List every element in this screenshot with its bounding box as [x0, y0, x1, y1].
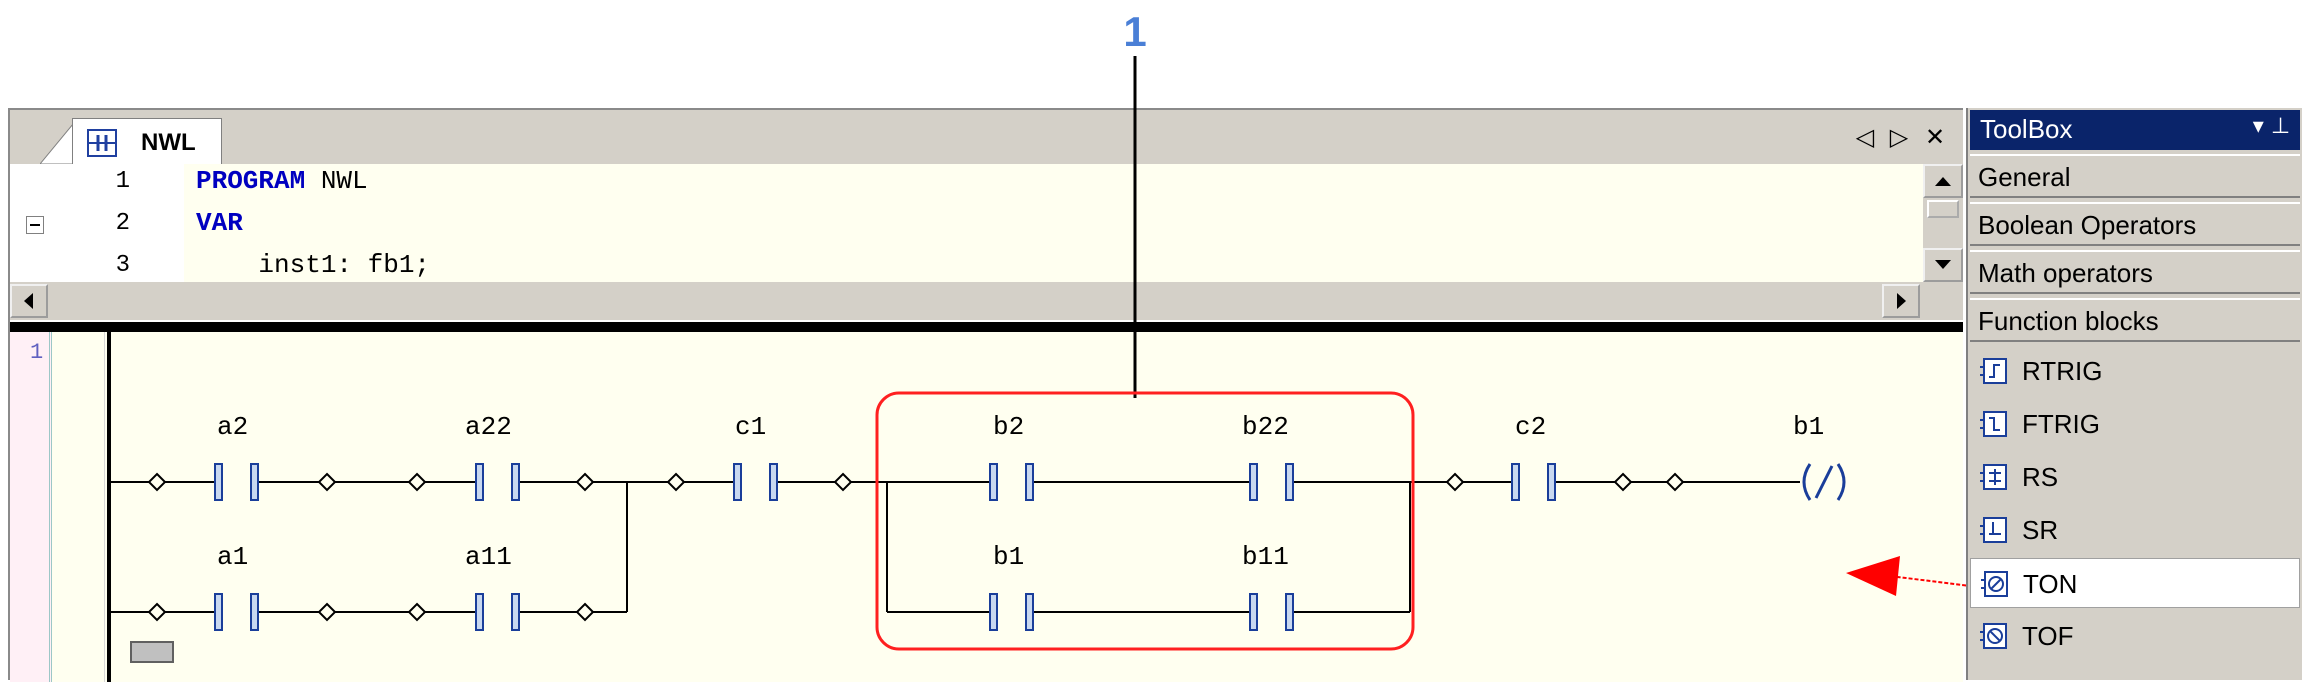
- arrow-left-icon: [24, 293, 33, 309]
- code-line: VAR: [196, 208, 243, 238]
- toolbox-item-label: FTRIG: [2022, 409, 2100, 439]
- line-number: 1: [115, 168, 130, 195]
- toolbox-title: ToolBox: [1980, 114, 2073, 144]
- horizontal-scrollbar[interactable]: [10, 282, 1963, 320]
- category-math-operators[interactable]: Math operators: [1970, 250, 2300, 294]
- toolbox-item-ftrig[interactable]: FTRIG: [1970, 399, 2300, 449]
- toolbox-item-sr[interactable]: SR: [1970, 505, 2300, 555]
- scroll-thumb[interactable]: [1927, 200, 1959, 218]
- arrow-up-icon: [1935, 177, 1951, 186]
- contact-a1: [214, 593, 259, 631]
- ladder-diagram-icon: [87, 129, 117, 157]
- rtrig-icon: [1980, 358, 2007, 384]
- toolbox-item-label: RS: [2022, 462, 2059, 492]
- contact-label: b2: [993, 412, 1024, 442]
- toolbox-item-tof[interactable]: TOF: [1970, 611, 2300, 661]
- line-number-gutter: 1 2 3: [10, 164, 135, 282]
- category-label: General: [1978, 162, 2071, 192]
- tab-bar: NWL ◁ ▷ ✕: [10, 110, 1963, 164]
- toolbox-item-label: TOF: [2022, 621, 2074, 651]
- toolbox-item-rs[interactable]: RS: [1970, 452, 2300, 502]
- scroll-up-button[interactable]: [1923, 164, 1963, 198]
- line-number: 3: [115, 252, 130, 279]
- sr-icon: [1980, 517, 2007, 543]
- tof-icon: [1980, 623, 2007, 649]
- code-line: inst1: fb1;: [196, 250, 431, 280]
- category-function-blocks[interactable]: Function blocks: [1970, 298, 2300, 342]
- negated-coil-b1: [1802, 463, 1846, 501]
- toolbox-item-label: TON: [2023, 569, 2078, 599]
- arrow-down-icon: [1935, 260, 1951, 269]
- category-label: Math operators: [1978, 258, 2153, 288]
- ftrig-icon: [1980, 411, 2007, 437]
- contact-label: a11: [465, 542, 512, 572]
- tab-slant: [40, 118, 80, 164]
- tab-nwl[interactable]: NWL: [72, 118, 222, 164]
- toolbox-item-label: RTRIG: [2022, 356, 2103, 386]
- toolbox-pin-icon[interactable]: ▾ ⊥: [2252, 114, 2290, 139]
- tab-next-button[interactable]: ▷: [1889, 123, 1909, 151]
- coil-label: b1: [1793, 412, 1824, 442]
- toolbox-item-label: SR: [2022, 515, 2059, 545]
- scroll-right-button[interactable]: [1882, 284, 1920, 318]
- network-number: 1: [30, 340, 44, 365]
- rung-bottom: [109, 482, 1411, 613]
- ladder-editor[interactable]: 1: [10, 332, 1963, 682]
- contact-label: a22: [465, 412, 512, 442]
- callout-number: 1: [1123, 8, 1147, 55]
- tab-close-button[interactable]: ✕: [1924, 123, 1946, 151]
- contact-label: b22: [1242, 412, 1289, 442]
- category-label: Boolean Operators: [1978, 210, 2197, 240]
- toolbox-panel: ToolBox ▾ ⊥ General Boolean Operators Ma…: [1966, 108, 2302, 680]
- contact-label: a2: [217, 412, 248, 442]
- code-lines[interactable]: PROGRAM NWL VAR inst1: fb1;: [184, 164, 1924, 282]
- connection-points: [147, 472, 1685, 622]
- toolbox-item-ton[interactable]: TON: [1970, 558, 2300, 608]
- line-number: 2: [115, 210, 130, 237]
- arrow-right-icon: [1897, 293, 1906, 309]
- collapse-toggle[interactable]: [26, 216, 44, 234]
- scroll-left-button[interactable]: [10, 284, 48, 318]
- ton-icon: [1981, 571, 2008, 597]
- toolbox-item-rtrig[interactable]: RTRIG: [1970, 346, 2300, 396]
- category-boolean-operators[interactable]: Boolean Operators: [1970, 202, 2300, 246]
- rs-icon: [1980, 464, 2007, 490]
- tab-prev-button[interactable]: ◁: [1855, 123, 1875, 151]
- contact-a2: [214, 463, 259, 501]
- editor-window: NWL ◁ ▷ ✕ 1 2 3 PROGRAM NWL VAR inst1: f…: [8, 108, 1963, 682]
- code-line: PROGRAM NWL: [196, 166, 368, 196]
- tab-label: NWL: [141, 129, 196, 156]
- contact-label: c2: [1515, 412, 1546, 442]
- toolbox-title-bar: ToolBox ▾ ⊥: [1970, 110, 2300, 150]
- contact-label: a1: [217, 542, 248, 572]
- contact-label: c1: [735, 412, 766, 442]
- scroll-down-button[interactable]: [1923, 248, 1963, 282]
- network-gutter: 1: [10, 332, 52, 682]
- contact-c1: [733, 463, 778, 501]
- contact-c2: [1511, 463, 1556, 501]
- network-margin: [55, 332, 105, 682]
- category-label: Function blocks: [1978, 306, 2159, 336]
- declaration-editor[interactable]: 1 2 3 PROGRAM NWL VAR inst1: fb1;: [10, 164, 1963, 282]
- contact-label: b11: [1242, 542, 1289, 572]
- network-comment-handle: [130, 641, 174, 663]
- contact-a22: [475, 463, 520, 501]
- vertical-scrollbar[interactable]: [1923, 164, 1963, 282]
- category-general[interactable]: General: [1970, 154, 2300, 198]
- contact-label: b1: [993, 542, 1024, 572]
- ladder-diagram: a2 a22 c1 b2 b22 c2 b1 a1 a11 b1 b11: [107, 332, 1846, 682]
- gutter-margin: [142, 164, 185, 282]
- pane-splitter[interactable]: [10, 320, 1963, 332]
- contact-a11: [475, 593, 520, 631]
